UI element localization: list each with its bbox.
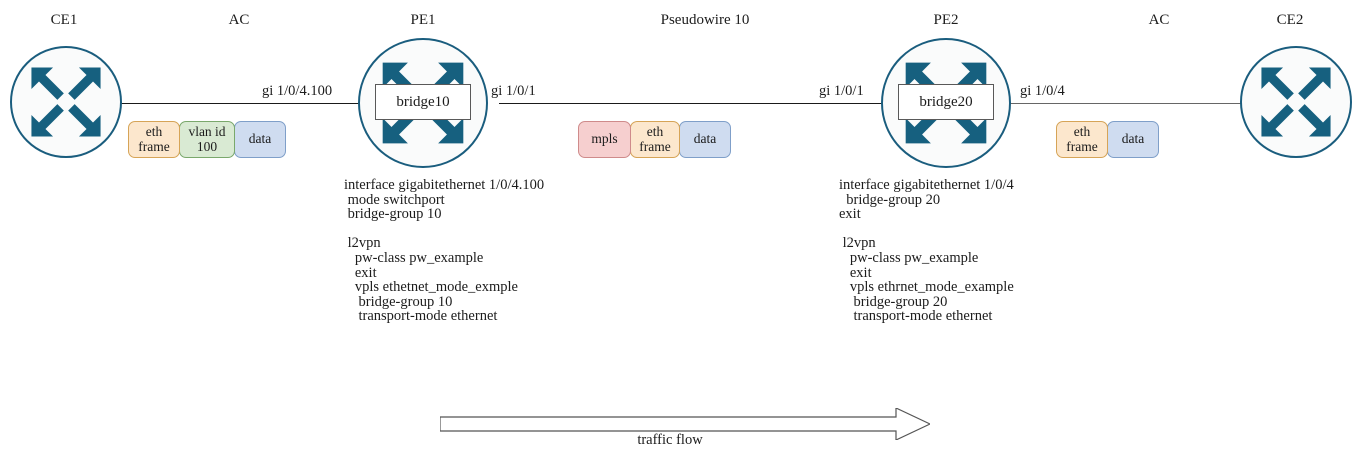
pe2-config-line: interface gigabitethernet 1/0/4 (839, 177, 1014, 193)
pe1-config-line: l2vpn (344, 235, 381, 252)
link-pe2-to-ce2 (1008, 103, 1256, 104)
interface-label-gi-pe2-core: gi 1/0/1 (819, 83, 864, 99)
section-label-pe2: PE2 (933, 12, 959, 28)
pe1-config-line: bridge-group 10 (344, 293, 453, 310)
link-ce1-to-pe1 (118, 103, 366, 104)
traffic-flow-arrow (439, 407, 932, 441)
packet-ac-left-field-eth-frame: eth frame (128, 121, 180, 159)
bridge-box-pe1: bridge10 (375, 84, 471, 120)
section-label-ac-left: AC (228, 12, 250, 28)
router-node-ce1 (10, 46, 122, 158)
link-pe1-to-pe2 (499, 103, 886, 104)
pe2-config-line: pw-class pw_example (839, 249, 979, 266)
interface-label-gi-pe1-core: gi 1/0/1 (491, 83, 536, 99)
pe1-config-line (344, 222, 544, 237)
pe2-config-line: vpls ethrnet_mode_example (839, 279, 1014, 296)
packet-pseudowire-field-eth-frame: eth frame (630, 121, 680, 159)
pe1-config-line: vpls ethetnet_mode_exmple (344, 279, 518, 296)
packet-ac-right-field-data: data (1107, 121, 1159, 159)
pe1-config: interface gigabitethernet 1/0/4.100 mode… (344, 178, 544, 324)
section-label-ce2: CE2 (1276, 12, 1304, 28)
pe1-config-line: pw-class pw_example (344, 249, 484, 266)
interface-label-gi-ce1-pe1: gi 1/0/4.100 (262, 83, 333, 99)
router-node-ce2 (1240, 46, 1352, 158)
pe2-config-line: bridge-group 20 (839, 293, 948, 310)
packet-ac-left-field-vlan-id: vlan id 100 (179, 121, 235, 159)
pe1-config-line: bridge-group 10 (344, 206, 442, 223)
packet-ac-left-field-data: data (234, 121, 286, 159)
pe2-config-line (839, 222, 1014, 237)
pe2-config-line: transport-mode ethernet (839, 308, 993, 325)
pe2-config: interface gigabitethernet 1/0/4 bridge-g… (839, 178, 1014, 324)
packet-pseudowire-field-mpls: mpls (578, 121, 631, 159)
pe1-config-line: interface gigabitethernet 1/0/4.100 (344, 177, 545, 193)
pe2-config-line: exit (839, 264, 872, 281)
pe2-config-line: exit (839, 206, 861, 223)
traffic-flow-label: traffic flow (637, 432, 703, 448)
pe1-config-line: exit (344, 264, 377, 281)
interface-label-gi-pe2-ce2: gi 1/0/4 (1020, 83, 1065, 99)
router-arrows-icon (12, 48, 120, 156)
section-label-pseudowire: Pseudowire 10 (660, 12, 750, 28)
bridge-box-pe2: bridge20 (898, 84, 994, 120)
packet-ac-right-field-eth-frame: eth frame (1056, 121, 1108, 159)
pe1-config-line: transport-mode ethernet (344, 308, 498, 325)
section-label-ce1: CE1 (50, 12, 78, 28)
packet-pseudowire-field-data: data (679, 121, 731, 159)
pe2-config-line: bridge-group 20 (839, 191, 941, 208)
section-label-pe1: PE1 (410, 12, 436, 28)
pe2-config-line: l2vpn (839, 235, 876, 252)
section-label-ac-right: AC (1148, 12, 1170, 28)
router-arrows-icon (1242, 48, 1350, 156)
pe1-config-line: mode switchport (344, 191, 445, 208)
